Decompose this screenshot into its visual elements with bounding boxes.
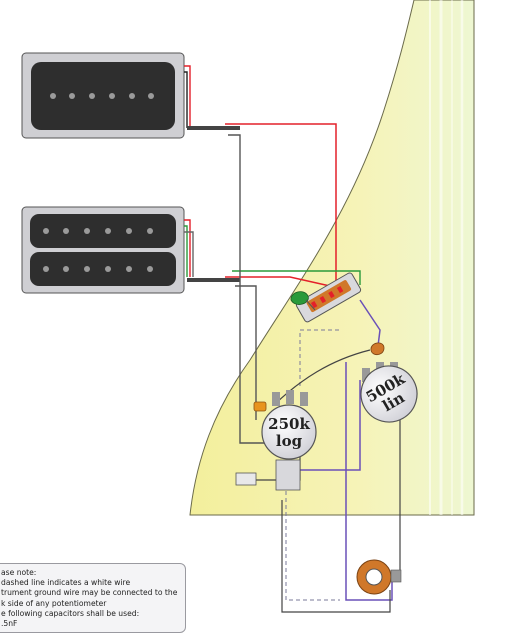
guitar-body <box>189 0 475 516</box>
ground-lug <box>235 459 301 491</box>
capacitor-orange <box>253 342 385 412</box>
purple-wires <box>300 299 393 601</box>
selector-switch <box>295 272 362 323</box>
output-jack <box>356 559 402 595</box>
note-line: e following capacitors shall be used: <box>1 608 140 618</box>
bridge-pickup <box>21 206 185 294</box>
volume-pot: 250k log <box>261 390 317 460</box>
pickup-leads <box>184 65 240 282</box>
white-dashed-wires <box>285 329 340 601</box>
ground-wires <box>228 134 268 444</box>
bridge-hot-wire <box>225 276 331 287</box>
body-stripes <box>429 0 464 515</box>
neck-pickup <box>21 52 185 139</box>
neck-hot-wire <box>225 123 337 286</box>
note-line: k side of any potentiometer <box>1 598 107 608</box>
volume-pot-taper: log <box>276 432 303 450</box>
note-line: ase note: <box>1 568 37 577</box>
note-line: .5nF <box>1 619 18 629</box>
volume-pot-value: 250k <box>268 415 310 433</box>
capacitor-green <box>290 291 316 311</box>
green-wire <box>232 270 361 285</box>
note-line: dashed line indicates a white wire <box>1 578 131 588</box>
note-line: trument ground wire may be connected to … <box>1 588 178 598</box>
tone-pot: 500k lin <box>360 362 418 423</box>
wiring-note-box: ase note: dashed line indicates a white … <box>0 563 186 633</box>
